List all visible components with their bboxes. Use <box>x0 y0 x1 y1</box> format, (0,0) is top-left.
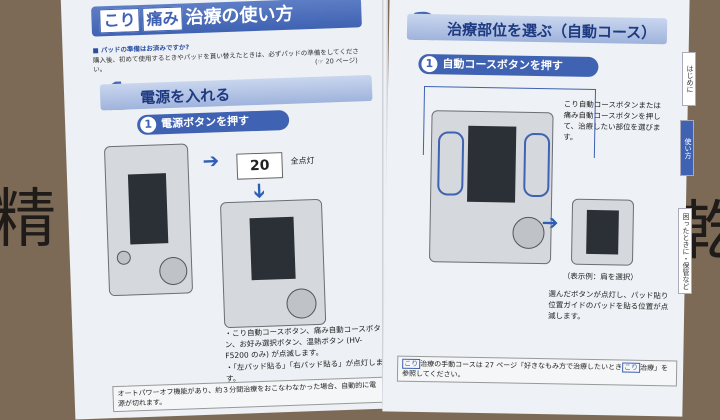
background-char-left: 精 <box>0 183 56 257</box>
step-title-2: 治療部位を選ぶ（自動コース） <box>446 20 657 43</box>
bullet-1: ・こり自動コースボタン、痛み自動コースボタン、お好み選択ボタン、温熱ボタン (H… <box>224 323 381 361</box>
title-tag-kori: こり <box>99 8 140 34</box>
display-all-lit: 20 <box>236 152 284 180</box>
title-tag-itami: 痛み <box>142 6 183 32</box>
manual-course-note: こり治療の手動コースは 27 ページ「好きなもみ方で治療したいときこり治療」を参… <box>396 355 678 387</box>
sub-step-pill-2: 1 自動コースボタンを押す <box>418 53 599 78</box>
title-text: 治療の使い方 <box>185 3 294 29</box>
step-title: 電源を入れる <box>139 85 231 108</box>
left-page: こり痛み治療の使い方 ■ パッドの準備はお済みですか? 購入後、初めて使用すると… <box>60 0 398 420</box>
arrow-right-icon: ➔ <box>202 148 220 173</box>
pad-ref: (☞ 20 ページ) <box>314 56 358 66</box>
all-lit-label: 全点灯 <box>290 155 315 166</box>
tab-hajimeni[interactable]: はじめに <box>682 52 696 106</box>
right-page: 2 治療部位を選ぶ（自動コース） 1 自動コースボタンを押す こり自動コースボタ… <box>382 0 690 417</box>
device-illustration-lit <box>219 198 327 329</box>
sub-step-title-2: 自動コースボタンを押す <box>442 57 563 73</box>
result-text: 選んだボタンが点灯し、パッド貼り位置ガイドのパッドを貼る位置が点滅します。 <box>547 289 669 321</box>
sub-step-pill: 1 電源ボタンを押す <box>136 109 290 136</box>
device-illustration-left <box>103 143 194 297</box>
device-illustration-right <box>428 110 554 265</box>
sub-step-number-2: 1 <box>421 55 438 73</box>
step-banner-2: 治療部位を選ぶ（自動コース） <box>406 13 668 45</box>
step-banner-1: 電源を入れる <box>99 74 373 111</box>
arrow-down-icon: ➔ <box>247 182 273 200</box>
page-title: こり痛み治療の使い方 <box>91 0 362 37</box>
tab-troubleshooting[interactable]: 困ったときに・保管など <box>678 208 692 294</box>
footer-tag: こり <box>402 358 421 370</box>
sub-step-number: 1 <box>139 116 157 134</box>
footer-tag-2: こり <box>621 362 641 373</box>
instruction-text: こり自動コースボタンまたは痛み自動コースボタンを押して、治療したい部位を選びます… <box>563 99 661 142</box>
sub-step-title: 電源ボタンを押す <box>160 114 250 131</box>
device-illustration-selected <box>570 198 635 266</box>
tab-tsukaikata[interactable]: 使い方 <box>680 120 694 176</box>
arrow-right-icon-2: ➔ <box>541 210 559 235</box>
display-example: （表示例：肩を選択） <box>562 271 638 282</box>
